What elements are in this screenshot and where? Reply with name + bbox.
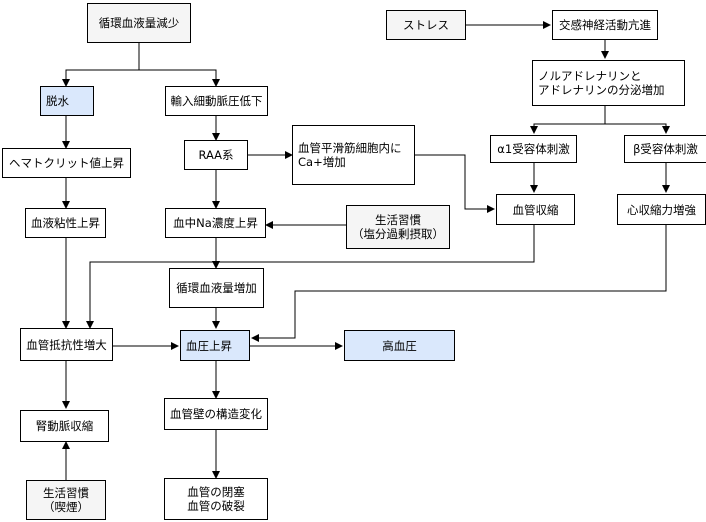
edge-contractility-to-bp <box>251 225 667 342</box>
node-smooth-muscle-ca: 血管平滑筋細胞内に Ca+増加 <box>292 125 415 185</box>
node-vasoconstriction: 血管収縮 <box>496 194 575 225</box>
node-vessel-occlusion-rupture: 血管の閉塞 血管の破裂 <box>164 478 268 520</box>
node-sympathetic-activity: 交感神経活動亢進 <box>552 10 658 40</box>
edge-smooth-muscle-to-vasoconstriction <box>415 154 495 213</box>
node-cardiac-contractility-increase: 心収縮力増強 <box>617 194 706 225</box>
edge-circ-to-dehydration <box>62 43 140 87</box>
node-lifestyle-smoking: 生活習慣 （喫煙） <box>26 480 106 520</box>
node-beta-receptor-stimulation: β受容体刺激 <box>624 135 706 163</box>
node-stress: ストレス <box>386 10 466 40</box>
node-afferent-arteriole-pressure-drop: 輸入細動脈圧低下 <box>165 86 268 116</box>
node-dehydration: 脱水 <box>40 86 94 116</box>
node-vessel-wall-structural-change: 血管壁の構造変化 <box>164 398 268 430</box>
node-alpha1-receptor-stimulation: α1受容体刺激 <box>490 135 577 163</box>
node-blood-viscosity-rise: 血液粘性上昇 <box>25 208 106 238</box>
node-renal-artery-constriction: 腎動脈収縮 <box>20 410 109 442</box>
node-raa-system: RAA系 <box>184 140 248 170</box>
node-blood-na-rise: 血中Na濃度上昇 <box>165 208 266 238</box>
node-noradrenaline-adrenaline-secretion: ノルアドレナリンと アドレナリンの分泌増加 <box>532 60 685 106</box>
node-lifestyle-salt: 生活習慣 （塩分過剰摂取） <box>346 205 450 249</box>
edge-circ-to-afferent <box>138 43 220 87</box>
node-blood-pressure-rise: 血圧上昇 <box>180 330 250 361</box>
edge-noradrenaline-to-beta <box>604 106 670 134</box>
node-vascular-resistance-rise: 血管抵抗性増大 <box>20 328 113 361</box>
node-circulating-volume-decrease: 循環血液量減少 <box>87 3 191 43</box>
node-hypertension: 高血圧 <box>344 330 455 361</box>
node-hematocrit-rise: ヘマトクリット値上昇 <box>2 148 131 178</box>
edge-noradrenaline-to-alpha1 <box>530 106 606 134</box>
node-circulating-volume-increase: 循環血液量増加 <box>169 268 264 308</box>
edge-vasoconstriction-to-resistance <box>86 225 535 329</box>
